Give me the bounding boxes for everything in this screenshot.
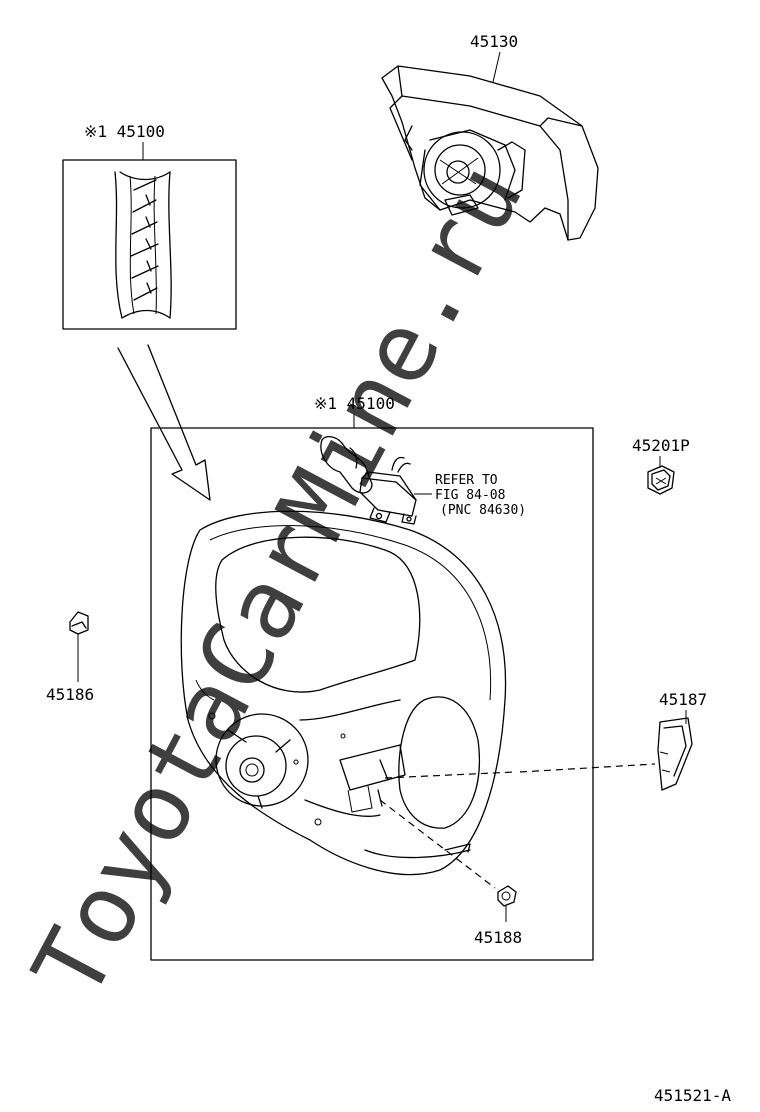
detail-pointer-arrow — [117, 344, 211, 501]
refer-note-line-3: (PNC 84630) — [440, 503, 526, 518]
inset-detail-box — [62, 159, 237, 330]
steering-wheel-drawing — [180, 510, 507, 876]
assembly-box — [150, 427, 594, 961]
figure-id: 451521-A — [654, 1086, 731, 1105]
label-wheel-45100: ※1 45100 — [314, 394, 395, 413]
cover-45187-drawing — [657, 717, 693, 791]
refer-note-line-2: FIG 84-08 — [435, 488, 505, 503]
switch-connector-drawing — [320, 435, 417, 525]
grip-section-drawing — [114, 171, 172, 319]
leader-pad — [492, 51, 501, 83]
cover-clip-45186-drawing — [69, 611, 89, 635]
label-45187: 45187 — [659, 690, 707, 709]
label-45201P: 45201P — [632, 436, 690, 455]
label-45186: 45186 — [46, 685, 94, 704]
dashed-leader-45187 — [384, 763, 656, 779]
dashed-leader-45188 — [379, 799, 496, 889]
screw-drawing — [497, 885, 517, 907]
horn-pad-drawing — [381, 65, 599, 241]
refer-note-line-1: REFER TO — [435, 473, 498, 488]
label-45188: 45188 — [474, 928, 522, 947]
label-inset-45100: ※1 45100 — [84, 122, 165, 141]
nut-drawing — [647, 465, 675, 495]
watermark: ToyotaCarMine.ru — [11, 147, 544, 1016]
label-45130: 45130 — [470, 32, 518, 51]
